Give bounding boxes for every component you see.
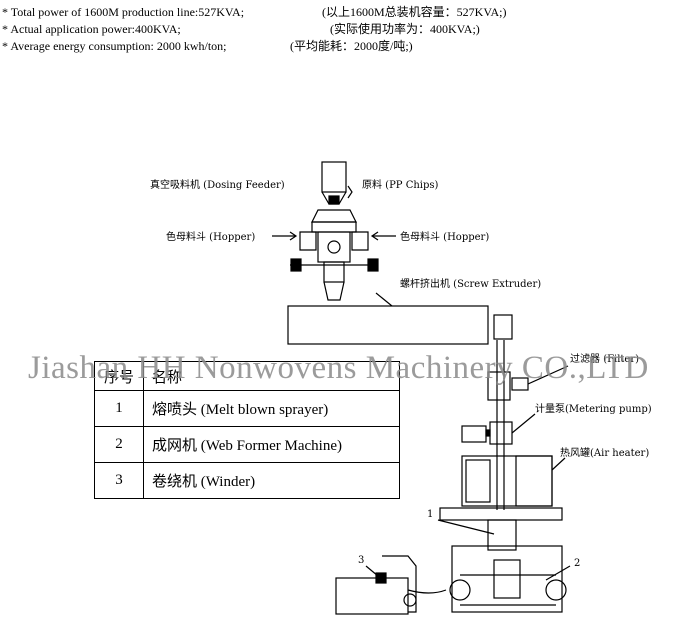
metering-pump-body xyxy=(489,421,513,445)
melt-blown-sprayer xyxy=(487,519,517,551)
legend-row-num: 1 xyxy=(94,390,144,427)
label-callout-1: 1 xyxy=(427,509,433,520)
legend-table: 序号 名称 1 熔喷头 (Melt blown sprayer) 2 成网机 (… xyxy=(94,361,400,499)
legend-row: 2 成网机 (Web Former Machine) xyxy=(94,426,400,463)
sight-glass xyxy=(327,240,341,254)
pump-coupling xyxy=(485,429,491,437)
winder-upper-frame xyxy=(382,555,417,613)
label-air-heater: 热风罐(Air heater) xyxy=(560,446,649,459)
spec-total-power-cn: (以上1600M总装机容量：527KVA;) xyxy=(322,5,507,19)
filter-leader xyxy=(527,365,569,385)
mixing-body xyxy=(317,231,351,263)
label-hopper-left: 色母料斗 (Hopper) xyxy=(166,230,255,243)
feed-throat xyxy=(323,261,345,283)
callout-2-leader xyxy=(545,565,571,581)
main-hopper-collar xyxy=(311,221,357,233)
spec-actual-power-en: * Actual application power:400KVA; xyxy=(2,22,181,36)
winder-frame xyxy=(335,577,409,615)
label-dosing-feeder: 真空吸料机 (Dosing Feeder) xyxy=(150,178,285,191)
air-heater-leader xyxy=(551,457,566,471)
throat-cone xyxy=(323,281,345,301)
pump-motor xyxy=(461,425,487,443)
screw-extruder-barrel xyxy=(287,305,489,345)
web-former-suction-box xyxy=(493,559,521,599)
label-callout-2: 2 xyxy=(574,558,580,569)
arrow-to-right-hopper xyxy=(370,231,396,241)
hopper-left xyxy=(299,231,317,251)
callout-3-leader xyxy=(365,565,379,577)
filter-body xyxy=(487,371,511,401)
label-screw-extruder: 螺杆挤出机 (Screw Extruder) xyxy=(400,277,541,290)
main-hopper-top xyxy=(311,209,357,223)
callout-1-leader xyxy=(437,519,495,535)
winder-wheel xyxy=(403,593,417,607)
arrow-to-left-hopper xyxy=(272,231,298,241)
legend-row-name: 熔喷头 (Melt blown sprayer) xyxy=(143,390,400,427)
label-pp-chips: 原料 (PP Chips) xyxy=(362,178,439,191)
die-platform xyxy=(439,507,563,521)
blower xyxy=(465,459,491,503)
pp-chips-arrow-head xyxy=(347,185,353,199)
right-pipe-end xyxy=(367,258,379,272)
spec-energy-cn: (平均能耗：2000度/吨;) xyxy=(290,39,413,53)
label-metering-pump: 计量泵(Metering pump) xyxy=(535,402,652,415)
spec-energy-en: * Average energy consumption: 2000 kwh/t… xyxy=(2,39,227,53)
winder-roll xyxy=(375,572,387,584)
feeder-valve xyxy=(328,195,340,205)
legend-row-name: 卷绕机 (Winder) xyxy=(143,462,400,499)
air-heater-tank xyxy=(515,455,553,507)
pump-leader xyxy=(511,413,536,434)
extruder-leader xyxy=(375,292,393,307)
legend-row-num: 3 xyxy=(94,462,144,499)
spec-actual-power-cn: (实际使用功率为：400KVA;) xyxy=(330,22,480,36)
legend-row: 3 卷绕机 (Winder) xyxy=(94,462,400,499)
web-to-winder xyxy=(407,589,447,594)
extruder-motor xyxy=(493,314,513,340)
hopper-right xyxy=(351,231,369,251)
legend-row-name: 成网机 (Web Former Machine) xyxy=(143,426,400,463)
legend-row: 1 熔喷头 (Melt blown sprayer) xyxy=(94,390,400,427)
air-heater-frame xyxy=(461,455,553,507)
label-filter: 过滤器 (Filter) xyxy=(570,352,639,365)
web-former-roller-right xyxy=(545,579,567,601)
spec-total-power-en: * Total power of 1600M production line:5… xyxy=(2,5,245,19)
left-pipe-end xyxy=(290,258,302,272)
web-former-roller-left xyxy=(449,579,471,601)
legend-row-num: 2 xyxy=(94,426,144,463)
web-former-machine xyxy=(451,545,563,613)
web-former-belt xyxy=(460,574,556,606)
label-callout-3: 3 xyxy=(358,555,364,566)
company-watermark: Jiashan HH Nonwovens Machinery CO.,LTD xyxy=(28,350,649,386)
dosing-feeder-vessel xyxy=(321,161,347,193)
label-hopper-right: 色母料斗 (Hopper) xyxy=(400,230,489,243)
